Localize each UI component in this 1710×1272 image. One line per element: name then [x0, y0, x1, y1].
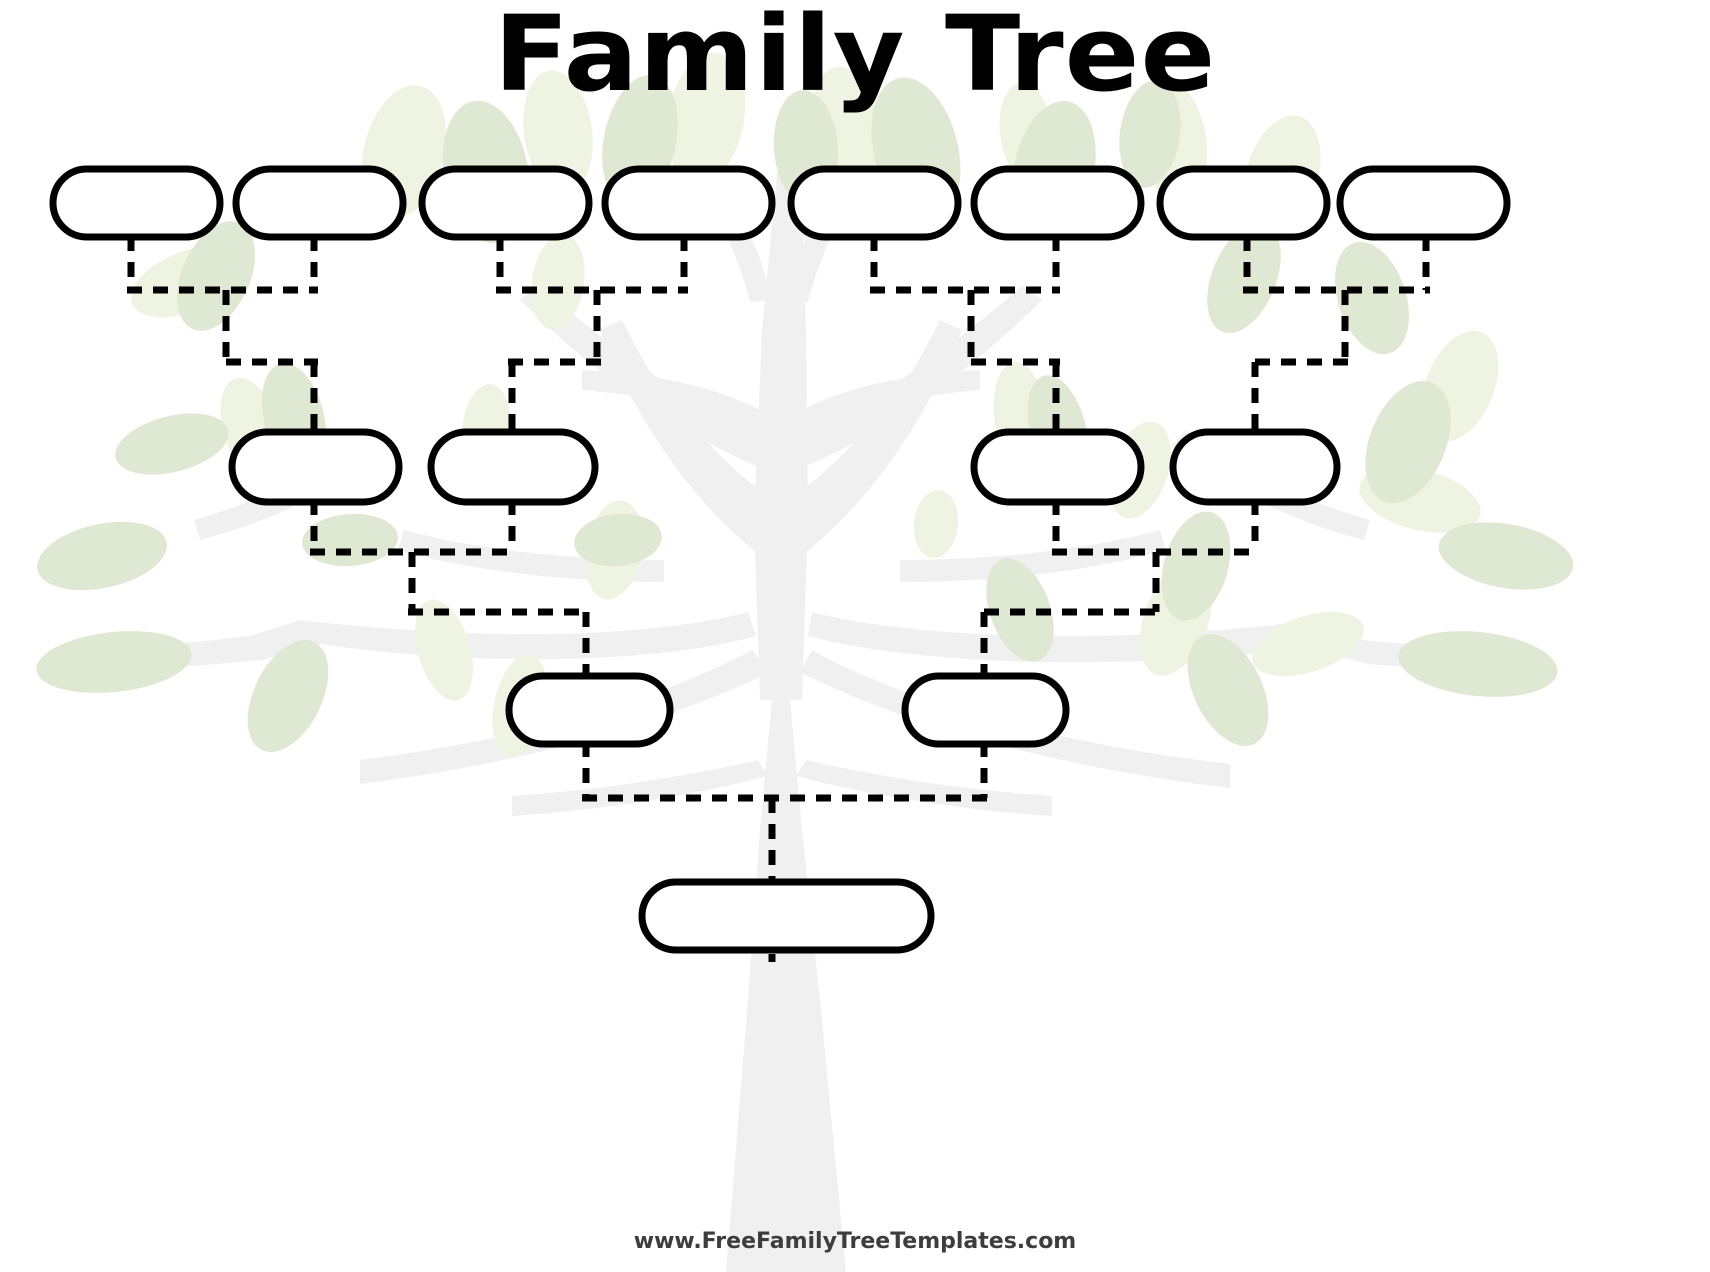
connector-gg7-gg8-to-gp4 — [1243, 236, 1430, 432]
node-label-gp2[interactable] — [431, 432, 595, 502]
node-label-p1[interactable] — [509, 676, 670, 744]
node-label-gg8[interactable] — [1340, 169, 1507, 237]
node-label-gp3[interactable] — [974, 432, 1141, 502]
node-label-gg6[interactable] — [974, 169, 1141, 237]
node-label-gg7[interactable] — [1160, 169, 1327, 237]
connector-lines — [127, 236, 1430, 962]
node-label-gp4[interactable] — [1173, 432, 1337, 502]
node-label-gg3[interactable] — [422, 169, 589, 237]
connector-gg1-gg2-to-gp1 — [127, 236, 318, 432]
node-box-gg1[interactable] — [49, 165, 224, 241]
node-label-gg2[interactable] — [236, 169, 403, 237]
node-box-gg8[interactable] — [1336, 165, 1511, 241]
node-label-gg5[interactable] — [791, 169, 958, 237]
connector-gg3-gg4-to-gp2 — [496, 236, 688, 432]
connector-gg5-gg6-to-gp3 — [870, 236, 1060, 432]
node-label-gp1[interactable] — [232, 432, 399, 502]
page-title: Family Tree — [493, 0, 1217, 115]
node-label-gg1[interactable] — [53, 169, 220, 237]
node-label-p2[interactable] — [905, 676, 1066, 744]
connector-gp1-gp2-to-p1 — [310, 500, 590, 676]
connector-gp3-gp4-to-p2 — [980, 500, 1259, 676]
node-label-gg4[interactable] — [605, 169, 772, 237]
node-label-self[interactable] — [642, 882, 931, 950]
footer-website-link[interactable]: www.FreeFamilyTreeTemplates.com — [633, 1229, 1077, 1254]
tree-node-boxes — [49, 165, 1511, 954]
